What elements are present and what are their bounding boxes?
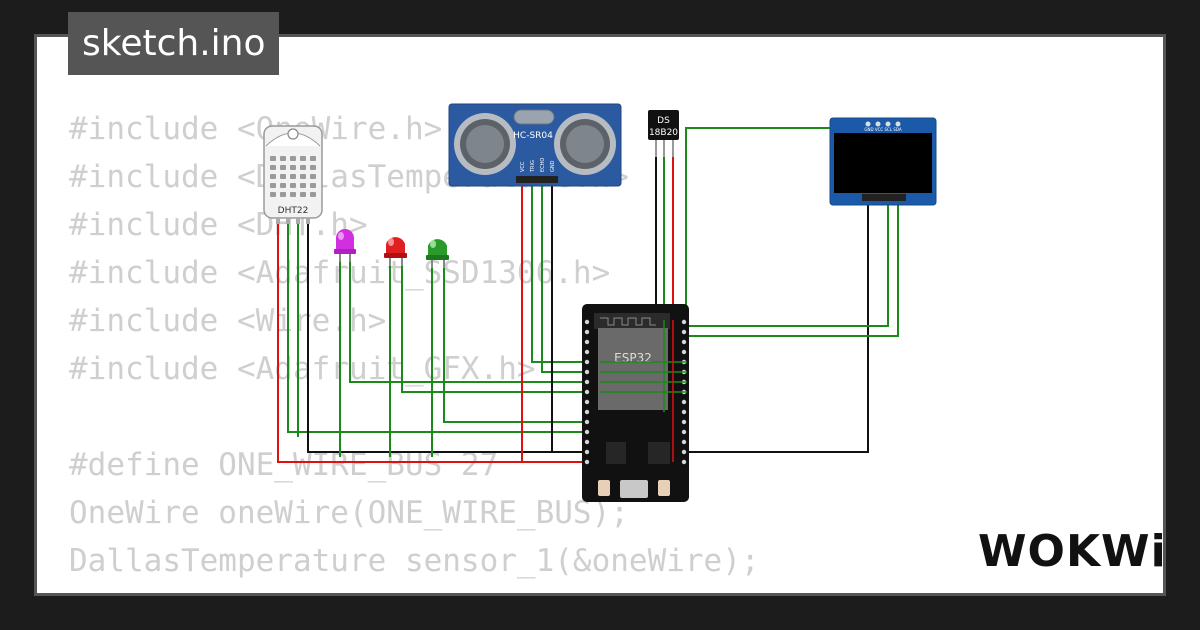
ds18b20-sensor[interactable]: DS 18B20 (648, 110, 679, 157)
led-magenta[interactable] (334, 229, 356, 262)
ds18b20-label-1: DS (657, 116, 670, 126)
ds18b20-label-2: 18B20 (649, 128, 678, 138)
wire-dht-gnd (307, 222, 687, 453)
dht22-sensor[interactable]: DHT22 (263, 125, 323, 224)
led-green[interactable] (426, 239, 449, 268)
code-line: #include <Adafruit_SSD1306.h> (69, 255, 611, 291)
wire-dht-data (287, 222, 687, 433)
sr04-pin-trig: TRIG (530, 160, 536, 173)
usb-port (620, 480, 648, 498)
hc-sr04-label: HC-SR04 (513, 131, 553, 141)
file-tab[interactable]: sketch.ino (68, 12, 280, 75)
dht22-grille (270, 156, 316, 197)
wokwi-logo: WOKWi (978, 526, 1167, 577)
reset-button[interactable] (658, 480, 670, 496)
led-red[interactable] (384, 237, 407, 266)
code-line: #include <Wire.h> (69, 303, 387, 339)
oled-display[interactable]: GND VCC SCL SDA (829, 117, 937, 206)
dht22-label: DHT22 (278, 206, 309, 216)
wire-dht-vcc (277, 222, 687, 463)
sr04-pin-gnd: GND (550, 160, 556, 172)
hc-sr04-sensor[interactable]: HC-SR04 VCC TRIG ECHO GND (448, 103, 622, 187)
oled-pin-labels: GND VCC SCL SDA (864, 127, 901, 132)
wire-led-magenta-anode (349, 258, 687, 383)
wire-oled-gnd (687, 198, 869, 453)
code-line: DeviceAddress sensor[1]; (69, 585, 760, 593)
sr04-pin-vcc: VCC (520, 161, 526, 172)
esp32-label: ESP32 (614, 351, 652, 365)
boot-button[interactable] (598, 480, 610, 496)
code-line: DallasTemperature sensor_1(&oneWire); (69, 543, 760, 579)
board-wire-overlay (600, 320, 687, 462)
code-line: OneWire oneWire(ONE_WIRE_BUS); (69, 495, 629, 531)
esp32-pins-left (584, 319, 590, 465)
sr04-pin-echo: ECHO (540, 158, 546, 172)
esp32-board[interactable]: ESP32 (582, 304, 689, 502)
code-line: #include <OneWire.h> (69, 111, 443, 147)
